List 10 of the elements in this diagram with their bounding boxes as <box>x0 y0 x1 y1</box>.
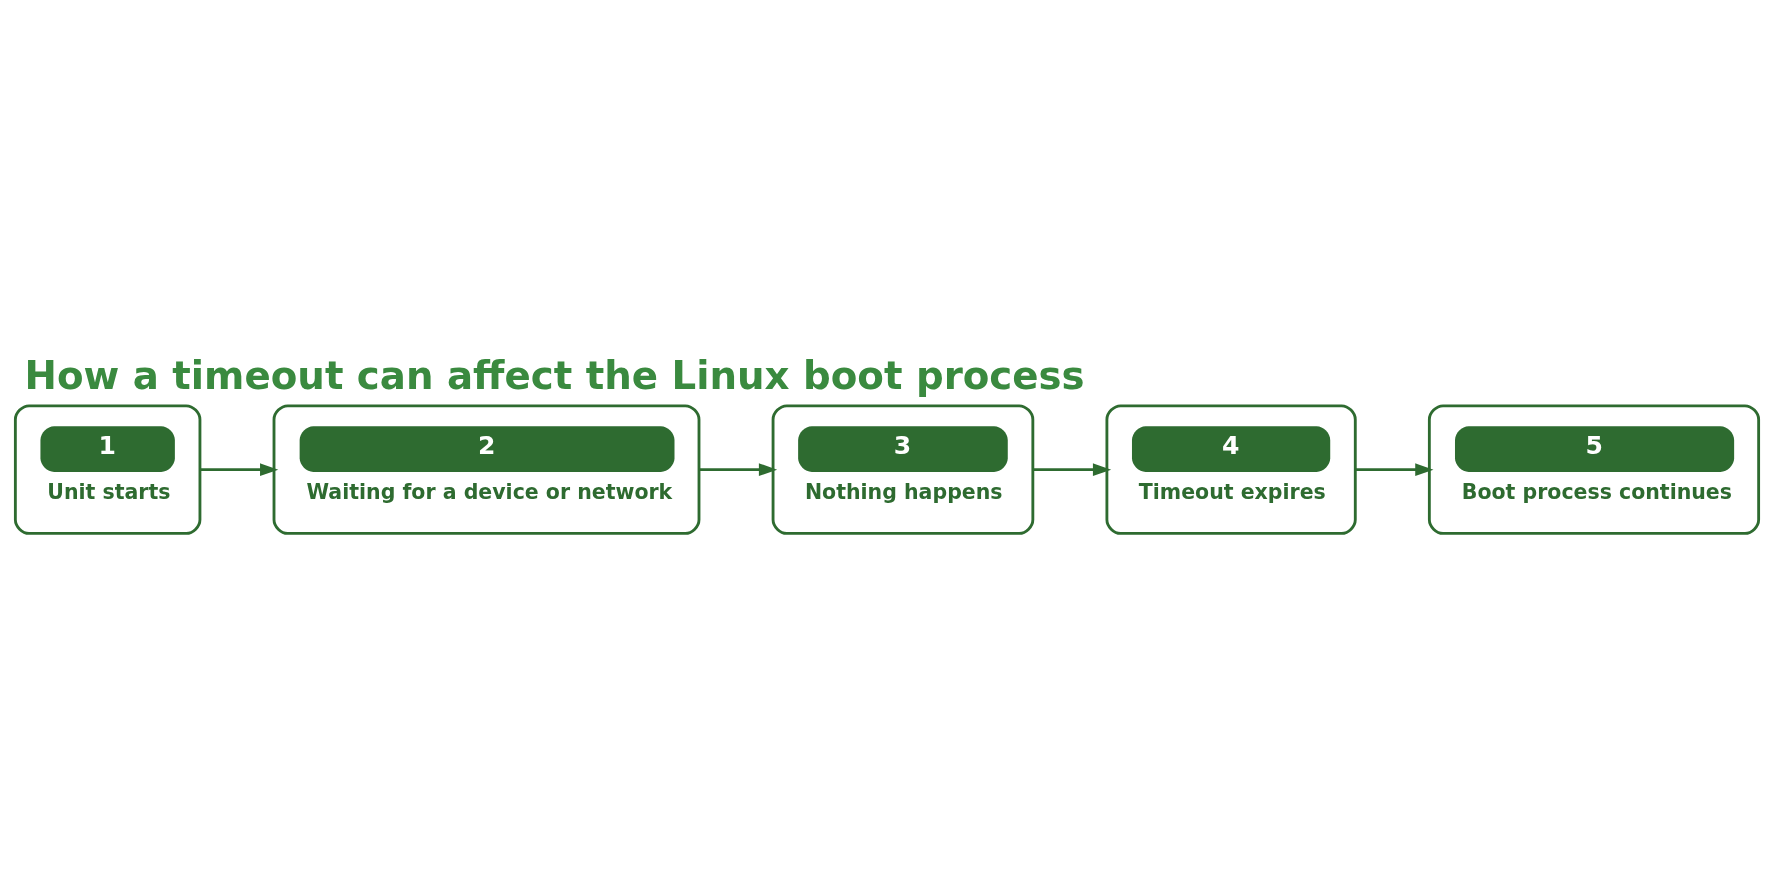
arrow <box>1355 462 1434 476</box>
node-box: 3 Nothing happens <box>771 403 1035 535</box>
node-box: 1 Unit starts <box>13 403 202 535</box>
diagram-title: How a timeout can affect the Linux boot process <box>24 352 1085 398</box>
arrow <box>699 462 778 476</box>
arrow <box>1032 462 1112 476</box>
node-box: 2 Waiting for a device or network <box>272 403 701 535</box>
node-box: 5 Boot process continues <box>1427 403 1761 535</box>
arrow <box>199 462 279 476</box>
node-box: 4 Timeout expires <box>1105 403 1357 535</box>
